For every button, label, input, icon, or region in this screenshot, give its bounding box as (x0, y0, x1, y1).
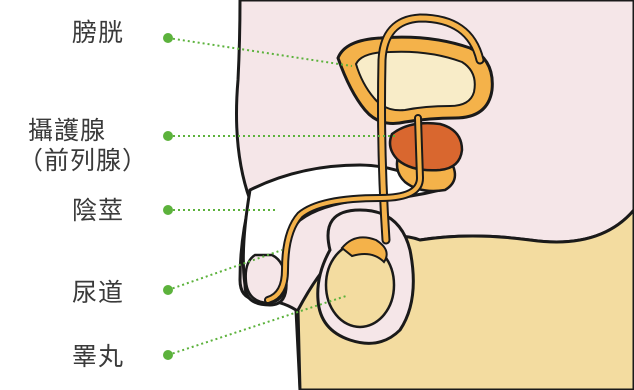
label-urethra: 尿道 (72, 278, 124, 308)
label-testis: 睪丸 (72, 342, 124, 372)
label-penis: 陰莖 (72, 196, 124, 226)
label-bladder: 膀胱 (72, 18, 124, 48)
prostate (390, 123, 462, 170)
label-prostate: 攝護腺 (28, 116, 106, 146)
label-prostate-alt: （前列腺） (18, 146, 148, 176)
